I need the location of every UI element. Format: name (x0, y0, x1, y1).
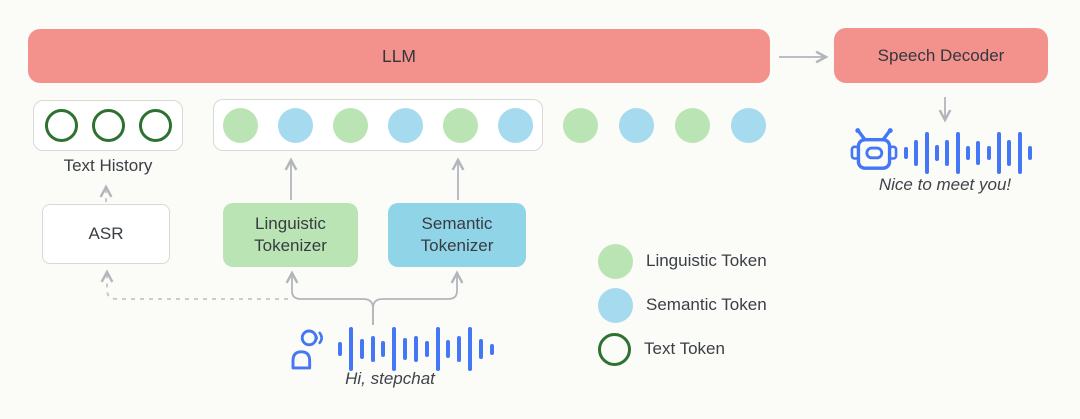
wave-bar (996, 132, 1001, 174)
text-history-label: Text History (63, 156, 153, 175)
wave-bar (986, 145, 991, 161)
speech-decoder-label: Speech Decoder (877, 45, 1005, 65)
wave-bar (955, 132, 960, 174)
wave-bar (1017, 132, 1022, 174)
semantic-token-circle (278, 107, 313, 143)
robot-icon (850, 128, 898, 170)
wave-bar (976, 141, 981, 165)
asr-label: ASR (88, 224, 124, 243)
linguistic-token-circle (562, 107, 598, 143)
linguistic-token-circle (443, 107, 478, 143)
text-history-token-box (33, 100, 183, 151)
linguistic-token-circle (674, 107, 710, 143)
wave-bar (348, 327, 353, 371)
text-token-circle (44, 109, 78, 142)
wave-bar (934, 144, 939, 162)
linguistic-token-circle (223, 107, 258, 143)
wave-bar (478, 339, 483, 359)
input-speech-caption: Hi, stepchat (345, 369, 435, 388)
legend-item-semantic: Semantic Token (598, 287, 767, 323)
semantic-token-circle (730, 107, 766, 143)
linguistic-token-circle (333, 107, 368, 143)
wave-bar (489, 343, 494, 355)
legend-label: Linguistic Token (646, 251, 767, 270)
wave-bar (914, 140, 919, 166)
semantic-token-circle (388, 107, 423, 143)
text-token-circle (138, 109, 172, 142)
wave-bar (403, 338, 408, 360)
output-waveform-icon (904, 132, 1032, 174)
input-to-semantic-branch (372, 270, 464, 325)
input-waveform-icon (338, 327, 494, 371)
legend-item-linguistic: Linguistic Token (598, 243, 767, 279)
wave-bar (381, 341, 386, 357)
semantic-token-legend-swatch (598, 287, 633, 323)
wave-bar (446, 340, 451, 358)
semantic-tokenizer-block: Semantic Tokenizer (388, 203, 526, 267)
wave-bar (457, 335, 462, 363)
llm-block: LLM (28, 29, 770, 83)
context-token-box (213, 99, 543, 151)
wave-bar (435, 327, 440, 371)
wave-bar (904, 146, 908, 160)
wave-bar (965, 145, 970, 161)
legend-label: Text Token (644, 339, 725, 358)
linguistic-token-legend-swatch (598, 243, 633, 279)
linguistic-tokenizer-block: Linguistic Tokenizer (223, 203, 358, 267)
wave-bar (924, 132, 929, 174)
input-to-asr-dashed-arrow (100, 269, 288, 300)
wave-bar (945, 140, 950, 166)
wave-bar (370, 335, 375, 363)
wave-bar (359, 339, 364, 359)
wave-bar (1007, 140, 1012, 166)
person-speaking-icon (291, 329, 323, 370)
wave-bar (424, 341, 429, 357)
text-token-legend-swatch (598, 332, 631, 366)
wave-bar (338, 342, 342, 356)
input-to-linguistic-branch (285, 270, 374, 325)
asr-block: ASR (42, 204, 170, 264)
streaming-token-row (562, 107, 766, 143)
semantic-token-circle (618, 107, 654, 143)
wave-bar (392, 327, 397, 371)
wave-bar (413, 335, 418, 363)
output-speech-caption: Nice to meet you! (878, 175, 1012, 194)
speech-decoder-block: Speech Decoder (834, 28, 1048, 83)
semantic-tokenizer-label: Semantic Tokenizer (420, 213, 494, 255)
semantic-token-circle (498, 107, 533, 143)
wave-bar (468, 327, 473, 371)
llm-label: LLM (381, 45, 417, 66)
linguistic-tokenizer-label: Linguistic Tokenizer (254, 213, 327, 255)
legend-label: Semantic Token (646, 295, 767, 314)
text-token-circle (91, 109, 125, 142)
legend-item-text: Text Token (598, 332, 767, 366)
wave-bar (1027, 145, 1032, 161)
